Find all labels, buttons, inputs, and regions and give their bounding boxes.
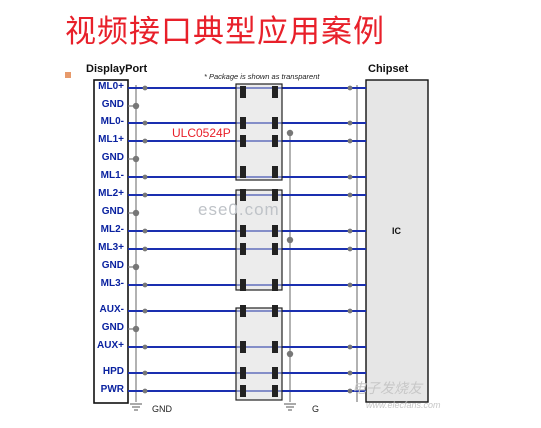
pin-label-ml0-0: ML0+ bbox=[98, 81, 124, 92]
displayport-header: DisplayPort bbox=[86, 63, 148, 75]
junction-right-16 bbox=[347, 388, 353, 394]
junction-right-8 bbox=[347, 228, 353, 234]
junction-left-6 bbox=[142, 192, 148, 198]
pin-label-ml1-5: ML1- bbox=[100, 170, 124, 181]
pin-label-aux-14: AUX+ bbox=[97, 340, 124, 351]
junction-right-11 bbox=[347, 282, 353, 288]
watermark-url: www.elecfans.com bbox=[366, 400, 441, 410]
pin-label-ml0-2: ML0- bbox=[100, 116, 124, 127]
junction-left-0 bbox=[142, 85, 148, 91]
junction-right-15 bbox=[347, 370, 353, 376]
pin-label-pwr-16: PWR bbox=[100, 384, 124, 395]
junction-left-14 bbox=[142, 344, 148, 350]
gnd-label-left: GND bbox=[152, 404, 172, 414]
junction-right-2 bbox=[347, 120, 353, 126]
pin-label-gnd-13: GND bbox=[101, 322, 124, 333]
slide-title: 视频接口典型应用案例 bbox=[65, 14, 385, 50]
watermark-brand: 电子发烧友 bbox=[352, 380, 422, 396]
junction-right-5 bbox=[347, 174, 353, 180]
junction-right-0 bbox=[347, 85, 353, 91]
junction-right-3 bbox=[347, 138, 353, 144]
junction-left-5 bbox=[142, 174, 148, 180]
package-note: * Package is shown as transparent bbox=[204, 72, 320, 81]
esd-chip-2 bbox=[235, 189, 294, 291]
junction-right-6 bbox=[347, 192, 353, 198]
junction-left-11 bbox=[142, 282, 148, 288]
pin-label-ml3-9: ML3+ bbox=[98, 242, 124, 253]
pin-label-gnd-7: GND bbox=[101, 206, 124, 217]
chipset-ic-box bbox=[365, 79, 429, 403]
pin-label-gnd-10: GND bbox=[101, 260, 124, 271]
ground-symbol-left bbox=[130, 403, 142, 411]
watermark-text: ese0.com bbox=[198, 200, 280, 219]
junction-left-2 bbox=[142, 120, 148, 126]
junction-right-12 bbox=[347, 308, 353, 314]
pin-label-aux-12: AUX- bbox=[99, 304, 124, 315]
junction-right-9 bbox=[347, 246, 353, 252]
chipset-header: Chipset bbox=[368, 63, 409, 75]
junction-right-14 bbox=[347, 344, 353, 350]
pin-label-ml2-8: ML2- bbox=[100, 224, 124, 235]
esd-chip-1 bbox=[235, 83, 294, 181]
junction-left-9 bbox=[142, 246, 148, 252]
pin-label-gnd-4: GND bbox=[101, 152, 124, 163]
ic-label: IC bbox=[392, 226, 401, 236]
junction-left-15 bbox=[142, 370, 148, 376]
bullet-marker bbox=[65, 72, 71, 78]
junction-left-8 bbox=[142, 228, 148, 234]
junction-left-12 bbox=[142, 308, 148, 314]
pin-label-ml3-11: ML3- bbox=[100, 278, 124, 289]
gnd-label-right: G bbox=[312, 404, 320, 414]
junction-left-3 bbox=[142, 138, 148, 144]
pin-label-gnd-1: GND bbox=[101, 99, 124, 110]
junction-left-16 bbox=[142, 388, 148, 394]
pin-label-hpd-15: HPD bbox=[102, 366, 124, 377]
displayport-connector bbox=[93, 79, 129, 404]
esd-chip-label: ULC0524P bbox=[172, 126, 231, 140]
pin-label-ml1-3: ML1+ bbox=[98, 134, 124, 145]
ground-symbol-center bbox=[284, 403, 296, 411]
pin-label-ml2-6: ML2+ bbox=[98, 188, 124, 199]
esd-chip-3 bbox=[235, 305, 294, 401]
